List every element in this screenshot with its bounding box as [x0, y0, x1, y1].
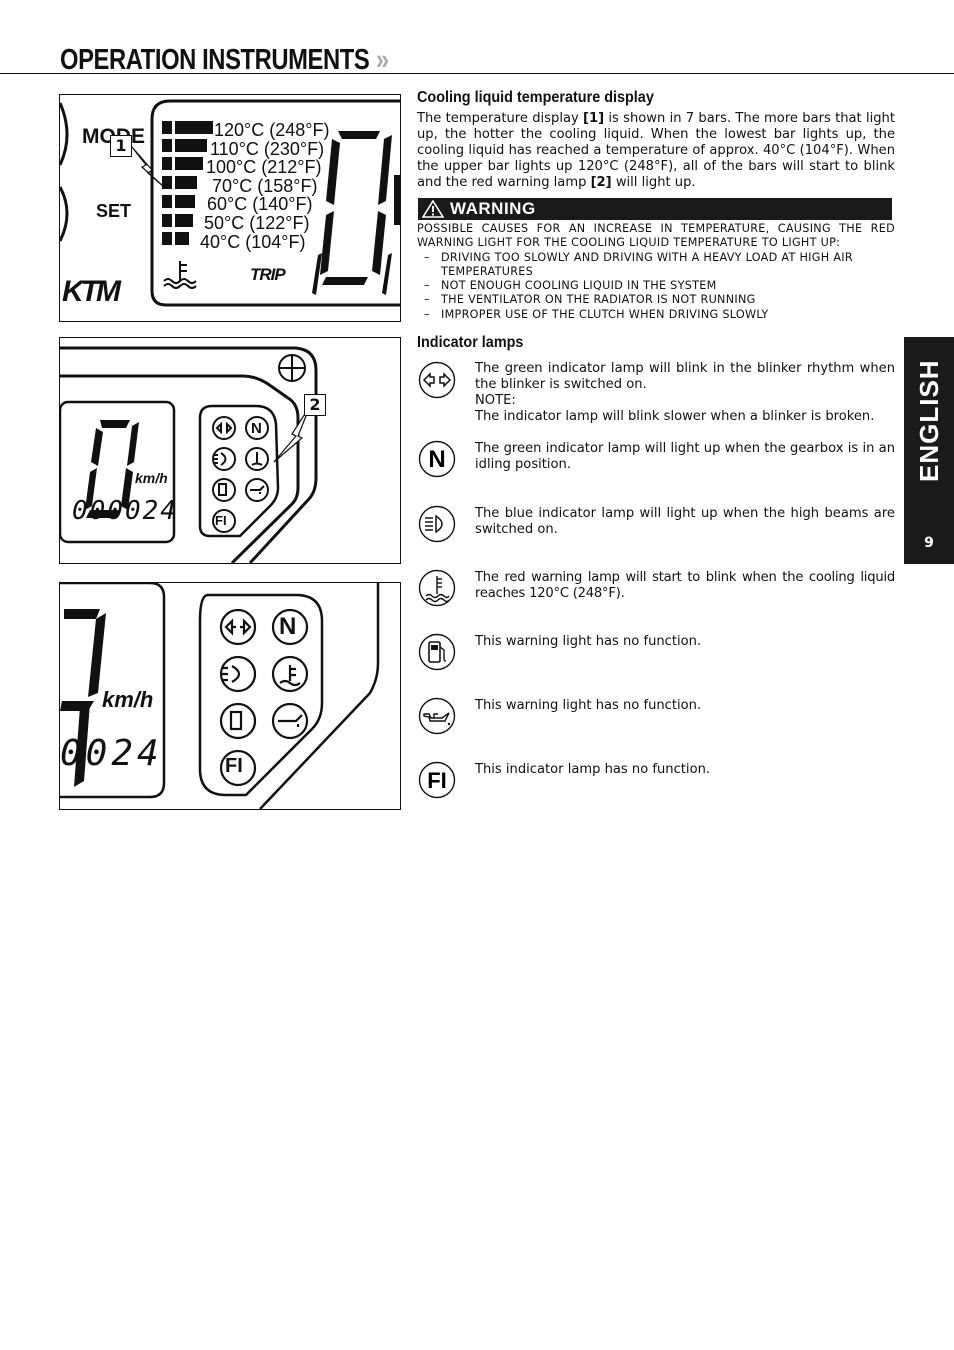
warning-icon	[422, 200, 444, 218]
fi-lamp-label: FI	[225, 755, 243, 777]
warning-list: –DRIVING TOO SLOWLY AND DRIVING WITH A H…	[417, 251, 895, 322]
figure-indicator-panel-detail: N FI km/h 0024	[59, 582, 401, 810]
temperature-scale: 120°C (248°F) 110°C (230°F) 100°C (212°F…	[200, 121, 329, 251]
lamp-text-line: The indicator lamp will blink slower whe…	[475, 409, 875, 424]
figure-2-drawing	[60, 346, 318, 563]
oil-pressure-icon	[418, 697, 456, 735]
odometer: 000024	[72, 496, 178, 526]
odometer: 0024	[60, 733, 163, 774]
figure-temperature-display: MODE SET 1 120°C (248°F) 110°C (230°F) 1…	[59, 94, 401, 322]
warning-item: –DRIVING TOO SLOWLY AND DRIVING WITH A H…	[424, 250, 853, 278]
neutral-lamp-label: N	[251, 420, 262, 437]
oil-description: This warning light has no function.	[475, 698, 702, 713]
page-title: OPERATION INSTRUMENTS»	[60, 44, 389, 77]
blinker-icon	[418, 361, 456, 399]
chevron-icon: »	[375, 44, 389, 76]
neutral-lamp-label: N	[279, 613, 297, 640]
warning-label: WARNING	[450, 199, 536, 218]
warning-item-text: THE VENTILATOR ON THE RADIATOR IS NOT RU…	[441, 293, 756, 307]
coolant-description: The red warning lamp will start to blink…	[475, 570, 895, 601]
warning-item: –NOT ENOUGH COOLING LIQUID IN THE SYSTEM	[424, 279, 717, 293]
fuel-description: This warning light has no function.	[475, 634, 702, 649]
neutral-glyph: N	[428, 446, 445, 473]
fi-glyph: FI	[427, 768, 447, 793]
cooling-paragraph: The temperature display [1] is shown in …	[417, 111, 895, 191]
cooling-text-2: is shown in 7 bars. The more bars that l…	[417, 111, 895, 190]
warning-lead: POSSIBLE CAUSES FOR AN INCREASE IN TEMPE…	[417, 222, 895, 250]
lamps-heading: Indicator lamps	[417, 334, 524, 351]
warning-item: –THE VENTILATOR ON THE RADIATOR IS NOT R…	[424, 293, 756, 307]
lamp-text-line: The green indicator lamp will blink in t…	[475, 361, 895, 392]
warning-item-text: NOT ENOUGH COOLING LIQUID IN THE SYSTEM	[441, 279, 717, 293]
callout-2: 2	[304, 394, 326, 416]
page-number: 9	[924, 535, 934, 551]
fi-lamp-label: FI	[215, 513, 227, 528]
lamp-text-line: NOTE:	[475, 393, 516, 408]
temp-label-100: 100°C (212°F)	[206, 157, 322, 178]
warning-item-text: DRIVING TOO SLOWLY AND DRIVING WITH A HE…	[441, 250, 853, 278]
coolant-temperature-icon	[418, 569, 456, 607]
warning-item-text: IMPROPER USE OF THE CLUTCH WHEN DRIVING …	[441, 307, 769, 321]
page-title-text: OPERATION INSTRUMENTS	[60, 44, 370, 76]
ktm-logo: KTM	[62, 275, 121, 308]
title-divider	[0, 73, 954, 74]
callout-1: 1	[110, 135, 132, 157]
neutral-description: The green indicator lamp will light up w…	[475, 441, 895, 472]
temp-label-50: 50°C (122°F)	[204, 212, 310, 233]
language-tab: ENGLISH 9	[904, 337, 954, 564]
temp-label-120: 120°C (248°F)	[214, 120, 330, 140]
speed-unit: km/h	[135, 470, 168, 486]
cooling-text-3: will light up.	[611, 175, 696, 190]
temp-label-60: 60°C (140°F)	[207, 194, 313, 215]
warning-text: POSSIBLE CAUSES FOR AN INCREASE IN TEMPE…	[417, 222, 895, 322]
temp-label-70: 70°C (158°F)	[212, 175, 318, 196]
figure-1-drawing	[60, 99, 400, 307]
high-beam-description: The blue indicator lamp will light up wh…	[475, 506, 895, 537]
temp-label-110: 110°C (230°F)	[210, 138, 325, 159]
neutral-icon: N	[418, 440, 456, 478]
blinker-description: The green indicator lamp will blink in t…	[475, 361, 895, 425]
temp-label-40: 40°C (104°F)	[200, 231, 306, 252]
high-beam-icon	[418, 505, 456, 543]
ref-2: [2]	[590, 175, 612, 190]
cooling-text-1: The temperature display	[417, 111, 584, 126]
figure-indicator-panel-overview: N FI km/h 000024 2	[59, 337, 401, 564]
language-label: ENGLISH	[914, 359, 944, 482]
fuel-icon	[418, 633, 456, 671]
trip-label: TRIP	[250, 265, 286, 284]
ref-1: [1]	[583, 111, 605, 126]
set-label: SET	[96, 201, 132, 221]
fi-icon: FI	[418, 761, 456, 799]
cooling-heading: Cooling liquid temperature display	[417, 89, 654, 106]
fi-description: This indicator lamp has no function.	[475, 762, 711, 777]
figure-3-drawing	[60, 583, 380, 809]
warning-item: –IMPROPER USE OF THE CLUTCH WHEN DRIVING…	[424, 307, 769, 321]
warning-bar: WARNING	[418, 198, 892, 220]
speed-unit: km/h	[102, 687, 154, 712]
